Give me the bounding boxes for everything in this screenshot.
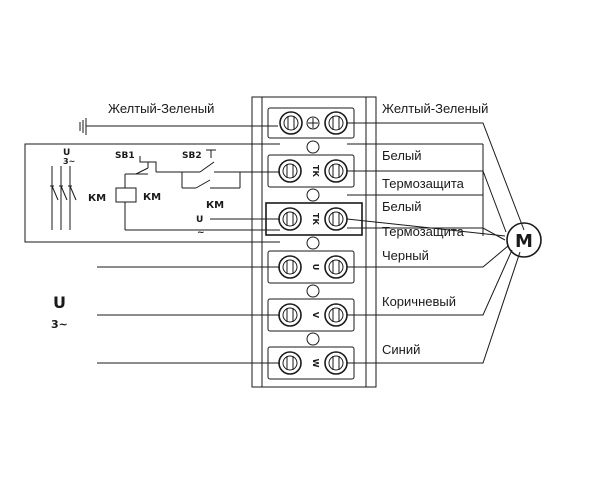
terminal-row-ground [267, 107, 355, 139]
km-coil-label: КМ [143, 192, 161, 203]
terminal-row-v: V [267, 298, 355, 332]
label-white-2: Белый [382, 199, 422, 214]
terminal-label-tk-2: ТК [311, 213, 320, 225]
terminal-label-w: W [311, 359, 320, 368]
terminal-row-u: U [267, 250, 355, 284]
control-supply-u: U [63, 148, 70, 158]
label-ground-left: Желтый-Зеленый [108, 101, 214, 116]
motor-symbol: M [515, 231, 533, 252]
separator-dot [306, 236, 320, 250]
label-blue: Синий [382, 342, 420, 357]
separator-dot [306, 332, 320, 346]
supply-lines [97, 266, 280, 364]
terminal-label-tk-1: ТК [311, 165, 320, 177]
separator-dot [306, 140, 320, 154]
ground-wire [79, 118, 278, 135]
supply-u: U [53, 293, 66, 312]
km-contact-label: КМ [206, 200, 224, 211]
supply-phase: 3~ [51, 318, 68, 331]
terminal-label-v: V [311, 312, 320, 319]
label-thermo-2: Термозащита [382, 224, 465, 239]
terminal-row-w: W [267, 346, 355, 380]
sb1-label: SB1 [115, 151, 135, 161]
separator-dot [306, 284, 320, 298]
motor: M [506, 222, 542, 258]
terminal-screws: ТК ТК U V [265, 107, 363, 380]
label-thermo-1: Термозащита [382, 176, 465, 191]
control-supply-phase: 3~ [63, 157, 75, 166]
label-white-1: Белый [382, 148, 422, 163]
label-brown: Коричневый [382, 294, 456, 309]
terminal-label-u: U [311, 264, 320, 271]
separator-dot [306, 188, 320, 202]
label-black: Черный [382, 248, 429, 263]
motor-wires [346, 122, 525, 364]
label-ground-right: Желтый-Зеленый [382, 101, 488, 116]
control-supply-ac: ~ [197, 228, 205, 238]
control-circuit: U 3~ КМ SB1 КМ SB2 КМ U [24, 143, 280, 243]
control-supply-u2: U [196, 215, 203, 225]
km-main-label: КМ [88, 193, 106, 204]
sb2-label: SB2 [182, 151, 202, 161]
km-coil [115, 187, 137, 203]
terminal-row-tk-1: ТК [267, 154, 355, 188]
